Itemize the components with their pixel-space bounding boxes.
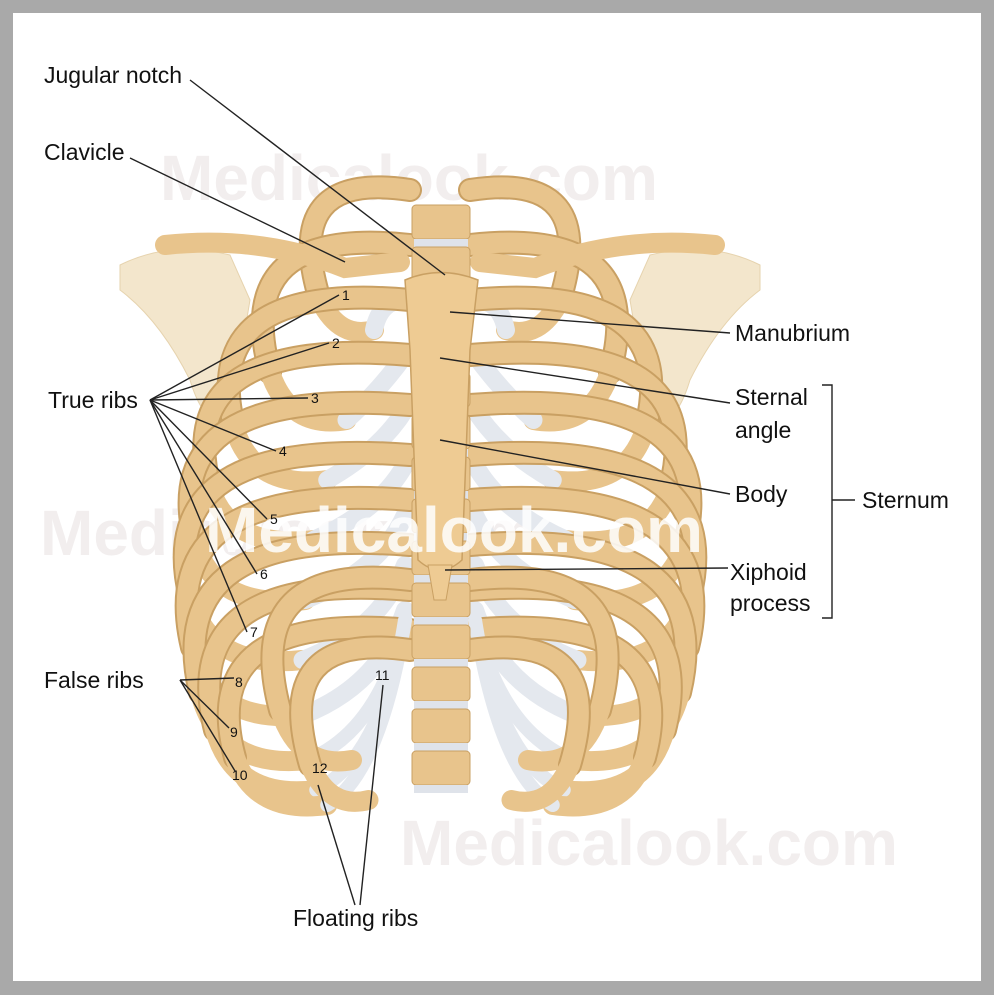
leader-line [189,79,446,276]
rib-8-left [184,532,420,772]
leader-line [444,567,729,571]
vertebra [411,204,471,240]
label-floating-ribs: Floating ribs [293,905,418,931]
rib-number-5: 5 [270,511,278,527]
sternum-bone [404,271,479,601]
rib-2-right [460,232,628,432]
leader-line [449,311,731,334]
leader-line [149,399,268,520]
leader-line [149,399,277,452]
rib-number-7: 7 [250,624,258,640]
rib-7-right [460,487,704,727]
rib-number-6: 6 [260,566,268,582]
leader-line [149,342,330,401]
label-xiphoid-line1: Xiphoid [730,559,807,585]
rib-number-11: 11 [375,667,390,683]
sternum-body [404,271,479,571]
vertebra [411,666,471,702]
leader-line [359,684,384,906]
rib-12-right [460,637,589,812]
leader-line [317,784,356,906]
label-xiphoid-line2: process [730,590,811,616]
rib-number-3: 3 [311,390,319,406]
intervertebral-disc [414,239,468,247]
rib-10-right [460,617,662,817]
leader-line [149,397,309,401]
vertebra [411,708,471,744]
leader-line [149,294,340,401]
sternum-bracket [822,384,855,619]
label-true-ribs: True ribs [48,387,138,413]
label-sternum: Sternum [862,487,949,513]
intervertebral-disc [414,617,468,625]
rib-number-10: 10 [232,767,248,783]
label-body: Body [735,481,788,507]
intervertebral-disc [414,659,468,667]
rib-number-1: 1 [342,287,350,303]
rib-12-left [291,637,420,812]
vertebra [411,624,471,660]
leader-line [129,157,346,263]
ribs [155,175,725,817]
intervertebral-disc [414,785,468,793]
leader-line [439,439,731,495]
right-clavicle [470,232,725,279]
leader-line [179,679,236,772]
vertebra [411,750,471,786]
label-sternal-angle-line2: angle [735,417,791,443]
rib-7-left [176,487,420,727]
rib-number-9: 9 [230,724,238,740]
leader-line [439,357,731,404]
watermark-bottom: Medicalook.com [400,807,898,879]
rib-2-left [252,232,420,432]
leader-line [149,399,258,575]
watermark-overlay: Medicalook.com [205,494,703,566]
rib-10-left [218,617,420,817]
label-jugular-notch: Jugular notch [44,62,182,88]
rib-number-2: 2 [332,335,340,351]
intervertebral-disc [414,743,468,751]
label-false-ribs: False ribs [44,667,144,693]
rib-number-12: 12 [312,760,328,776]
rib-number-8: 8 [235,674,243,690]
intervertebral-disc [414,701,468,709]
leader-line [149,399,248,633]
rib-number-4: 4 [279,443,287,459]
label-sternal-angle-line1: Sternal [735,384,808,410]
leader-line [179,677,235,681]
leader-lines [129,79,855,906]
xiphoid-process [427,564,453,601]
left-clavicle [155,232,410,279]
rib-8-right [460,532,696,772]
label-clavicle: Clavicle [44,139,125,165]
leader-line [179,679,230,729]
label-manubrium: Manubrium [735,320,850,346]
